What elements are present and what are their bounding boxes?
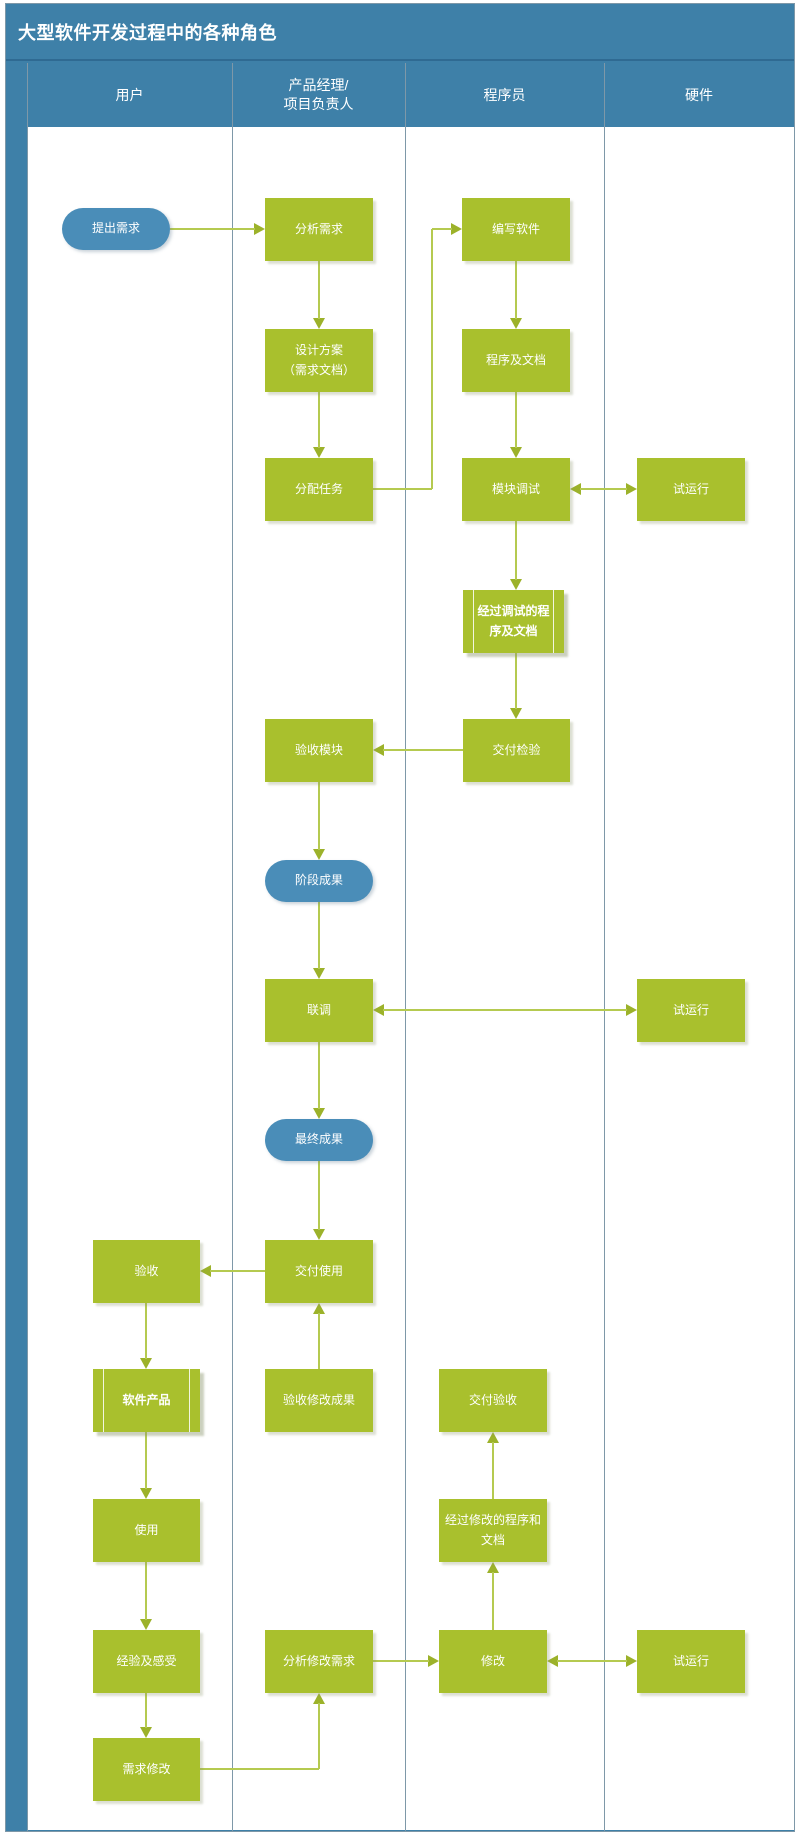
edge-raise-to-analyze-arrowhead: [254, 223, 265, 235]
edge-modify-to-modifieddocs-arrowhead: [487, 1562, 499, 1573]
edge-stageresult-to-joint-arrowhead: [313, 968, 325, 979]
edge-modifieddocs-to-deliveracceptance-arrowhead: [487, 1432, 499, 1443]
edge-modifieddocs-to-deliveracceptance-segment: [492, 1442, 494, 1499]
edge-experience-to-reqchange-arrowhead: [140, 1727, 152, 1738]
edge-reqchange-to-analyzemod-segment: [200, 1768, 319, 1770]
edge-use-to-experience-arrowhead: [140, 1619, 152, 1630]
node-raise-requirements: 提出需求: [62, 208, 170, 250]
node-deliver-for-acceptance: 交付验收: [439, 1369, 547, 1432]
node-write-software: 编写软件: [462, 198, 570, 261]
edge-moduledebug-to-debugged-segment: [515, 521, 517, 580]
edge-modify-trialrun3-arrowhead: [547, 1655, 558, 1667]
node-accept-module: 验收模块: [265, 719, 373, 782]
edge-raise-to-analyze-segment: [170, 228, 255, 230]
edge-analyze-to-design-segment: [318, 261, 320, 319]
node-use: 使用: [93, 1499, 200, 1562]
lane-border: [405, 63, 406, 1831]
edge-reqchange-to-analyzemod-arrowhead: [313, 1693, 325, 1704]
node-analyze-requirements: 分析需求: [265, 198, 373, 261]
edge-acceptmodresult-to-deliveruse-arrowhead: [313, 1303, 325, 1314]
edge-progdocs-to-moduledebug-arrowhead: [510, 447, 522, 458]
node-analyze-modification-requirements: 分析修改需求: [265, 1630, 373, 1693]
lane-border: [604, 63, 605, 1831]
node-debugged-program-and-docs: 经过调试的程 序及文档: [463, 590, 564, 653]
node-accept-modified-result: 验收修改成果: [265, 1369, 373, 1432]
diagram-title: 大型软件开发过程中的各种角色: [6, 4, 794, 61]
node-final-result: 最终成果: [265, 1119, 373, 1161]
node-modified-program-and-docs: 经过修改的程序和 文档: [439, 1499, 547, 1562]
edge-modify-to-modifieddocs-segment: [492, 1572, 494, 1630]
lane-header-dev: 程序员: [483, 86, 526, 103]
edge-debugged-to-inspection-arrowhead: [510, 708, 522, 719]
edge-use-to-experience-segment: [145, 1562, 147, 1620]
edge-joint-to-finalresult-arrowhead: [313, 1108, 325, 1119]
edge-product-to-use-segment: [145, 1432, 147, 1489]
edge-deliveruse-to-acceptance-segment: [210, 1270, 265, 1272]
lane-border: [232, 63, 233, 1831]
edge-assign-to-write-segment: [373, 488, 432, 490]
edge-analyzemod-to-modify-segment: [373, 1660, 429, 1662]
edge-acceptmodule-to-stageresult-segment: [318, 782, 320, 850]
lane-header-hw: 硬件: [685, 86, 713, 103]
edge-design-to-assign-arrowhead: [313, 447, 325, 458]
node-trial-run-2: 试运行: [637, 979, 745, 1042]
edge-acceptance-to-product-arrowhead: [140, 1358, 152, 1369]
edge-write-to-progdocs-segment: [515, 261, 517, 319]
edge-reqchange-to-analyzemod-segment: [318, 1703, 320, 1769]
edge-inspection-to-acceptmodule-segment: [383, 749, 463, 751]
node-software-product: 软件产品: [93, 1369, 200, 1432]
edge-experience-to-reqchange-segment: [145, 1693, 147, 1728]
edge-moduledebug-trialrun1-arrowhead: [570, 483, 581, 495]
edge-moduledebug-trialrun1-arrowhead: [626, 483, 637, 495]
node-design-plan: 设计方案 （需求文档）: [265, 329, 373, 392]
edge-moduledebug-to-debugged-arrowhead: [510, 579, 522, 590]
edge-design-to-assign-segment: [318, 392, 320, 448]
edge-moduledebug-trialrun1-segment: [580, 488, 627, 490]
edge-joint-to-finalresult-segment: [318, 1042, 320, 1109]
edge-stageresult-to-joint-segment: [318, 902, 320, 969]
edge-write-to-progdocs-arrowhead: [510, 318, 522, 329]
edge-analyzemod-to-modify-arrowhead: [428, 1655, 439, 1667]
edge-modify-trialrun3-segment: [557, 1660, 627, 1662]
edge-acceptmodule-to-stageresult-arrowhead: [313, 849, 325, 860]
node-assign-tasks: 分配任务: [265, 458, 373, 521]
edge-finalresult-to-deliveruse-segment: [318, 1161, 320, 1230]
edge-deliveruse-to-acceptance-arrowhead: [200, 1265, 211, 1277]
node-stage-result: 阶段成果: [265, 860, 373, 902]
node-program-and-docs: 程序及文档: [462, 329, 570, 392]
edge-modify-trialrun3-arrowhead: [626, 1655, 637, 1667]
node-joint-debugging: 联调: [265, 979, 373, 1042]
edge-acceptmodresult-to-deliveruse-segment: [318, 1313, 320, 1369]
node-deliver-for-inspection: 交付检验: [463, 719, 570, 782]
edge-analyze-to-design-arrowhead: [313, 318, 325, 329]
edge-inspection-to-acceptmodule-arrowhead: [373, 744, 384, 756]
edge-joint-trialrun2-arrowhead: [373, 1004, 384, 1016]
node-requirement-changes: 需求修改: [93, 1738, 200, 1801]
node-acceptance: 验收: [93, 1240, 200, 1303]
edge-finalresult-to-deliveruse-arrowhead: [313, 1229, 325, 1240]
edge-assign-to-write-segment: [432, 228, 452, 230]
edge-progdocs-to-moduledebug-segment: [515, 392, 517, 448]
edge-debugged-to-inspection-segment: [515, 653, 517, 709]
edge-joint-trialrun2-segment: [383, 1009, 627, 1011]
node-modify: 修改: [439, 1630, 547, 1693]
edge-joint-trialrun2-arrowhead: [626, 1004, 637, 1016]
node-deliver-for-use: 交付使用: [265, 1240, 373, 1303]
edge-product-to-use-arrowhead: [140, 1488, 152, 1499]
node-trial-run-3: 试运行: [637, 1630, 745, 1693]
edge-acceptance-to-product-segment: [145, 1303, 147, 1359]
edge-assign-to-write-arrowhead: [451, 223, 462, 235]
node-trial-run-1: 试运行: [637, 458, 745, 521]
lane-header-user: 用户: [115, 86, 144, 103]
lane-border: [27, 63, 28, 1831]
node-module-debugging: 模块调试: [462, 458, 570, 521]
edge-assign-to-write-segment: [431, 229, 433, 489]
lane-header-pm: 产品经理/ 项目负责人: [283, 77, 354, 112]
node-experience-feelings: 经验及感受: [93, 1630, 200, 1693]
